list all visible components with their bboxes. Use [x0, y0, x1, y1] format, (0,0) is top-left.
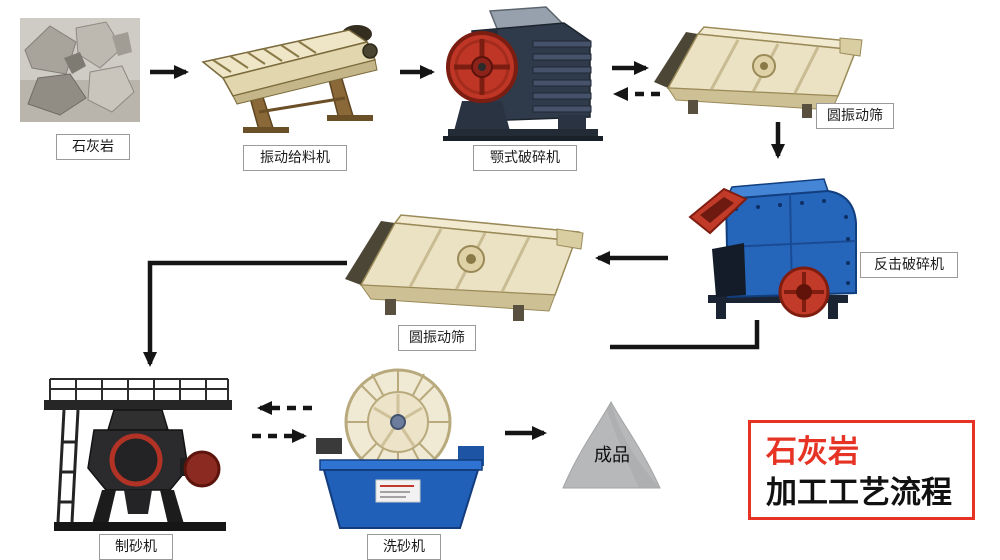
sand-maker-image — [44, 378, 232, 531]
vibrating-screen-mid-label: 圆振动筛 — [398, 325, 476, 351]
vibrating-screen-top-image — [654, 26, 863, 118]
impact-crusher-image — [688, 178, 857, 319]
impact-crusher-label: 反击破碎机 — [860, 252, 958, 278]
sand-washer-image — [316, 368, 484, 529]
jaw-crusher-image — [443, 6, 603, 141]
line-impact-discharge — [610, 320, 760, 350]
title-line1: 石灰岩 — [766, 434, 859, 470]
arrow-screen-mid-to-sandmaker — [143, 260, 347, 367]
vibrating-screen-mid-image — [345, 214, 584, 321]
finished-product-pile — [562, 400, 661, 489]
sand-maker-label: 制砂机 — [99, 534, 173, 560]
vibrating-feeder-label: 振动给料机 — [243, 145, 347, 171]
sand-washer-label: 洗砂机 — [367, 534, 441, 560]
title-line2: 加工工艺流程 — [766, 474, 952, 511]
vibrating-screen-top-label: 圆振动筛 — [816, 103, 894, 129]
vibrating-feeder-image — [201, 25, 378, 133]
jaw-crusher-label: 颚式破碎机 — [473, 145, 577, 171]
limestone-label: 石灰岩 — [56, 134, 130, 160]
limestone-photo — [20, 18, 140, 122]
finished-product-label: 成品 — [594, 445, 630, 466]
diagram-title-box: 石灰岩 加工工艺流程 — [748, 420, 975, 520]
